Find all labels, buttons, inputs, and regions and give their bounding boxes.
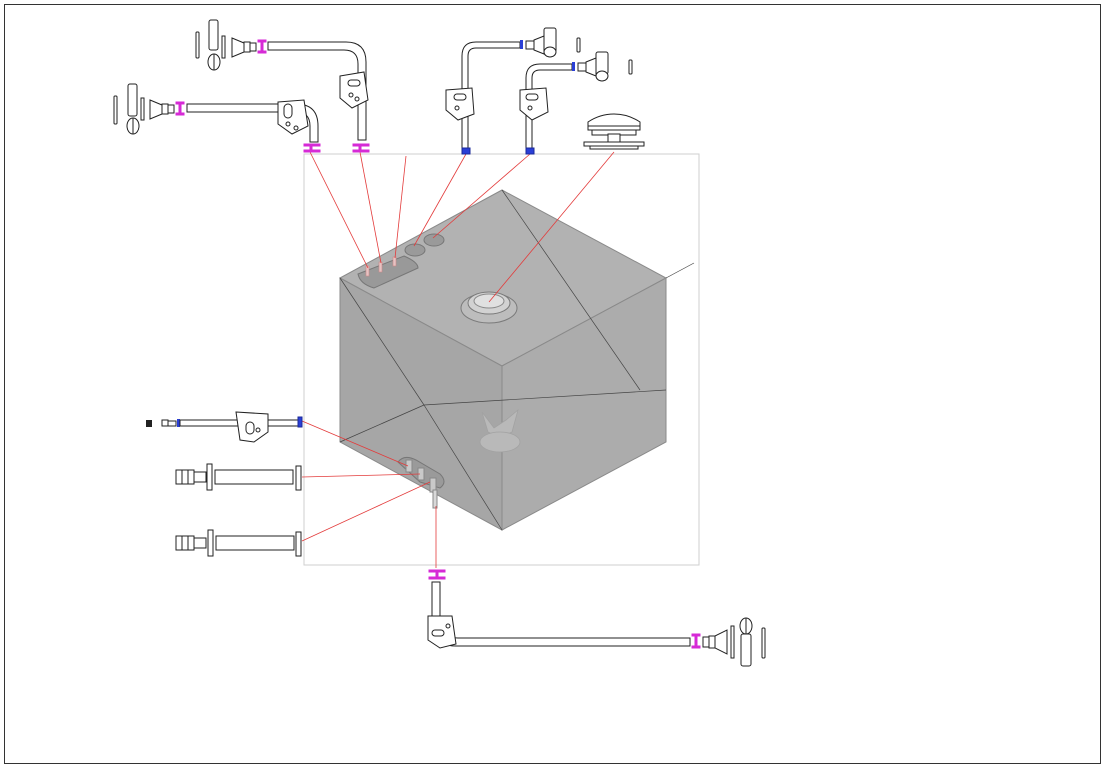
- hose-assembly-3[interactable]: [445, 27, 581, 155]
- hose-bracket-icon: [445, 87, 475, 121]
- hose-bracket-icon: [427, 615, 457, 649]
- hose-assembly-6[interactable]: [427, 569, 766, 667]
- hose-assembly-2[interactable]: [113, 83, 321, 153]
- hose-clamp-icon: [352, 143, 370, 153]
- drain-pipe-2[interactable]: [175, 529, 302, 557]
- hose-clamp-icon: [691, 633, 701, 649]
- filler-neck: [460, 291, 518, 324]
- hose-fitting-icon: [146, 419, 177, 427]
- hose-clamp-icon: [525, 62, 575, 155]
- tank-emblem-icon: [479, 408, 521, 453]
- sender-plate: [357, 255, 419, 289]
- leader-lines: [301, 151, 615, 568]
- drain-pipe-1[interactable]: [175, 463, 302, 491]
- filler-cap-icon[interactable]: [583, 113, 645, 150]
- hose-assembly-1[interactable]: [195, 19, 370, 153]
- fuel-hose: [267, 41, 367, 141]
- tank-view-frame: [303, 153, 700, 566]
- hose-clamp-icon: [303, 143, 321, 153]
- hose-bracket-icon: [519, 87, 549, 121]
- hose-fitting-icon: [702, 617, 766, 667]
- hose-fitting-icon: [113, 83, 175, 135]
- fuel-hose: [431, 581, 691, 647]
- hose-bracket-icon: [277, 99, 309, 135]
- hose-bracket-icon: [339, 71, 369, 109]
- hose-fitting-icon: [577, 51, 633, 82]
- lower-port-cluster: [397, 456, 445, 509]
- hose-assembly-4[interactable]: [519, 51, 633, 155]
- hose-bracket-icon: [235, 411, 269, 443]
- hose-clamp-icon: [175, 101, 185, 116]
- hose-assembly-5[interactable]: [146, 411, 303, 443]
- drawing-border: [4, 4, 1101, 764]
- hose-clamp-icon: [257, 39, 267, 54]
- hose-clamp-icon: [461, 40, 523, 155]
- fuel-tank[interactable]: [338, 189, 695, 531]
- tank-right-face: [501, 277, 667, 531]
- hose-fitting-icon: [525, 27, 581, 58]
- hose-clamp-icon: [428, 569, 446, 580]
- hose-fitting-icon: [195, 19, 257, 71]
